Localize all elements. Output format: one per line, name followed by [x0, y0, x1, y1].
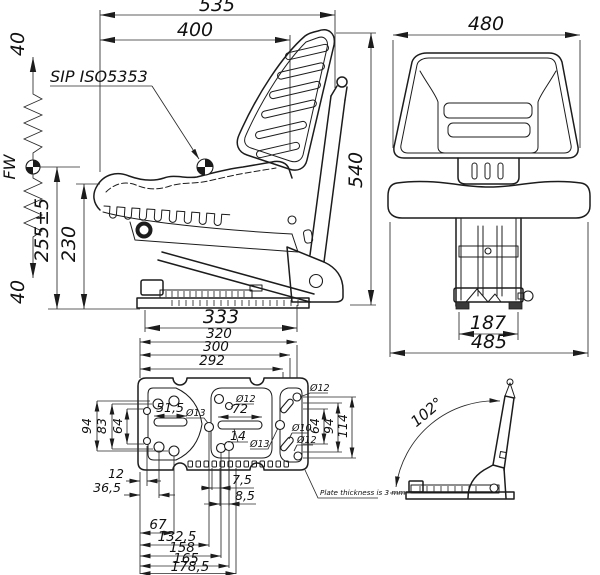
- spring-symbol-top: [22, 90, 44, 160]
- suspension-brace: [157, 251, 315, 303]
- backrest-arm: [309, 76, 348, 263]
- fw-label: FW: [0, 153, 19, 179]
- plate-pocket-left: [147, 387, 203, 461]
- adjuster-knob: [336, 76, 348, 88]
- base-bracket: [286, 215, 344, 303]
- folded-view-dimensions: 102°: [390, 394, 501, 494]
- callout-dia12-right: Ø12: [296, 435, 317, 446]
- plate-bottom-dimensions: 12 36,5 7,5 8,5 67 132,5 158 165 178,5: [93, 432, 256, 575]
- backrest-front-panel: [419, 70, 557, 154]
- spring-symbol-bottom: [22, 174, 44, 244]
- folded-base-rail: [405, 491, 515, 500]
- dim-292: 292: [199, 353, 225, 369]
- plate-hole-callouts: Ø13 Ø12 Ø12 Ø13 Ø10 Ø12: [185, 383, 330, 452]
- dim-187: 187: [470, 312, 506, 334]
- dim-40-top: 40: [7, 32, 29, 56]
- dim-67: 67: [149, 517, 167, 533]
- dim-12: 12: [108, 466, 124, 481]
- plate-left-dimensions: 94 83 64: [79, 400, 168, 452]
- plate-pocket-middle: [210, 387, 273, 459]
- dim-94-right: 94: [321, 418, 336, 434]
- dim-114: 114: [335, 414, 350, 438]
- plate-top-dimensions: 320 300 292: [139, 326, 298, 378]
- dim-64-right: 64: [307, 418, 322, 434]
- dim-300: 300: [203, 339, 229, 355]
- pivot-bushing: [135, 221, 153, 239]
- suspension-front: [453, 217, 534, 310]
- dim-83: 83: [94, 418, 109, 434]
- dim-132-5: 132,5: [158, 529, 197, 545]
- dim-535: 535: [199, 0, 235, 16]
- side-view: 535 400 SIP ISO5353 40 FW 40 255±5 230: [0, 0, 376, 332]
- backrest-ribs: [255, 43, 330, 159]
- callout-dia12-mid: Ø12: [235, 394, 256, 405]
- dim-480: 480: [468, 13, 504, 35]
- dim-14: 14: [230, 428, 246, 443]
- callout-dia10: Ø10: [291, 423, 312, 434]
- plate-vent-slots: [187, 460, 289, 468]
- dim-7-5: 7,5: [232, 472, 252, 487]
- dim-8-5: 8,5: [235, 488, 255, 503]
- backrest-side-outline: [236, 29, 336, 171]
- plate-view: 320 300 292 94 83 64 64 94 114: [79, 326, 405, 575]
- sip-point-icon: [196, 158, 214, 176]
- dim-40-bottom: 40: [7, 280, 29, 304]
- side-view-dimensions: 535 400 SIP ISO5353 40 FW 40 255±5 230: [0, 0, 376, 332]
- dim-36-5: 36,5: [93, 480, 121, 495]
- dim-102-angle: 102°: [407, 394, 446, 431]
- folded-backrest-arm: [492, 395, 515, 471]
- dim-165: 165: [173, 551, 199, 567]
- backrest-front-outline: [393, 52, 579, 159]
- dim-64-left: 64: [110, 418, 125, 434]
- dim-400: 400: [177, 19, 213, 41]
- seat-cushion-side: [93, 160, 299, 253]
- dim-540: 540: [345, 152, 367, 188]
- fw-point-icon: [25, 159, 41, 175]
- plate-slot-dimensions: 51,5 72 14: [154, 400, 262, 443]
- dim-320: 320: [206, 326, 232, 342]
- plate-thickness-note: Plate thickness is 3 mm: [320, 488, 405, 497]
- dim-72: 72: [232, 401, 248, 416]
- cushion-front-outline: [387, 180, 591, 219]
- callout-dia12-top-right: Ø12: [309, 383, 330, 394]
- dim-230: 230: [58, 226, 80, 262]
- backrest-column: [457, 157, 520, 185]
- dim-178-5: 178,5: [171, 559, 210, 575]
- callout-dia13-left: Ø13: [185, 408, 206, 419]
- dim-333: 333: [203, 306, 239, 328]
- plate-holes: [142, 392, 303, 468]
- plate-right-dimensions: 64 94 114: [303, 396, 356, 459]
- dim-485: 485: [471, 331, 507, 353]
- dim-255: 255±5: [31, 198, 53, 262]
- dim-51-5: 51,5: [156, 400, 184, 415]
- release-knob: [522, 290, 534, 302]
- dim-158: 158: [169, 540, 195, 556]
- plate-pocket-right: [279, 387, 303, 463]
- plate-note: Plate thickness is 3 mm: [304, 469, 405, 499]
- dim-94-left: 94: [79, 418, 94, 434]
- base-rail-side: [136, 279, 310, 309]
- front-view-dimensions: 480 187 485: [389, 13, 589, 357]
- sip-label: SIP ISO5353: [50, 67, 148, 86]
- callout-dia13-right: Ø13: [249, 439, 270, 450]
- front-view: 480 187 485: [387, 13, 591, 357]
- folded-view: 102°: [390, 378, 516, 500]
- plate-outline: [137, 377, 309, 471]
- cushion-scallops: [103, 205, 231, 226]
